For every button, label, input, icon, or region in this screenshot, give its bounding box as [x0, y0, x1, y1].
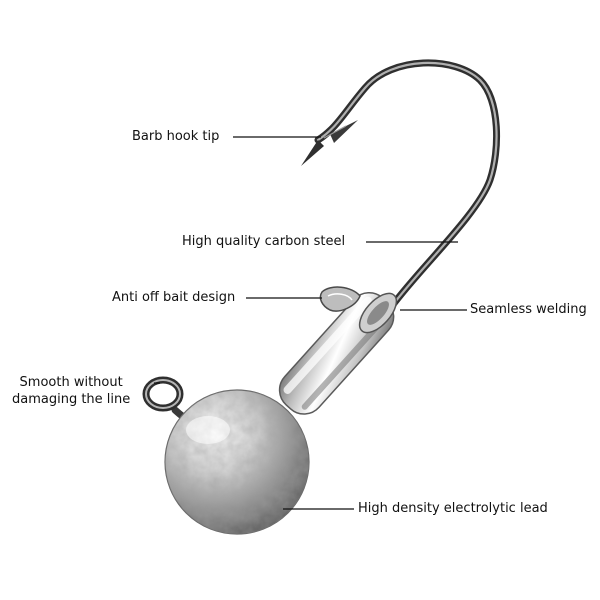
label-barb-hook-tip: Barb hook tip	[132, 129, 220, 144]
collar-cap	[358, 292, 398, 334]
label-seamless-welding: Seamless welding	[470, 302, 587, 317]
label-smooth-line-2: damaging the line	[12, 392, 131, 407]
label-smooth-line-1: Smooth without	[19, 375, 123, 390]
hook-wire	[314, 59, 500, 310]
label-high-density-electrolytic-lead: High density electrolytic lead	[358, 501, 548, 516]
label-anti-off-bait-design: Anti off bait design	[112, 290, 236, 305]
lead-head	[164, 389, 310, 535]
label-smooth-without-damaging-line: Smooth without damaging the line	[12, 374, 130, 408]
bait-keeper-barb	[319, 286, 361, 312]
label-high-quality-carbon-steel: High quality carbon steel	[182, 234, 346, 249]
barb-hook-tip	[301, 120, 358, 166]
